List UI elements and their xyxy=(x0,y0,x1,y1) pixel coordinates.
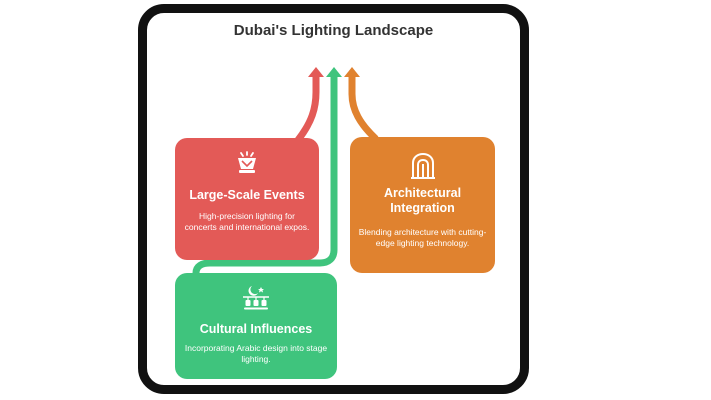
diagram-title: Dubai's Lighting Landscape xyxy=(233,22,434,39)
card-description: High-precision lighting for concerts and… xyxy=(184,211,310,232)
card-description: Incorporating Arabic design into stage l… xyxy=(184,343,328,364)
culture-arrow-head xyxy=(326,67,342,77)
card-heading: Cultural Influences xyxy=(199,322,313,336)
card-cultural-influences: Cultural Influences Incorporating Arabic… xyxy=(175,273,337,379)
card-large-scale-events: Large-Scale Events High-precision lighti… xyxy=(175,138,319,260)
architecture-arrow-head xyxy=(344,67,360,77)
arch-building-icon xyxy=(410,152,436,185)
card-description: Blending architecture with cutting-edge … xyxy=(358,227,487,248)
events-arrow-head xyxy=(308,67,324,77)
crescent-lantern-icon xyxy=(241,284,271,315)
culture-arrow xyxy=(192,76,338,274)
card-architectural-integration: Architectural Integration Blending archi… xyxy=(350,137,495,273)
stage-light-icon xyxy=(234,150,260,181)
card-heading: Architectural Integration xyxy=(383,186,462,215)
card-heading: Large-Scale Events xyxy=(189,188,305,202)
architecture-arrow xyxy=(348,76,379,142)
events-arrow xyxy=(295,76,320,143)
